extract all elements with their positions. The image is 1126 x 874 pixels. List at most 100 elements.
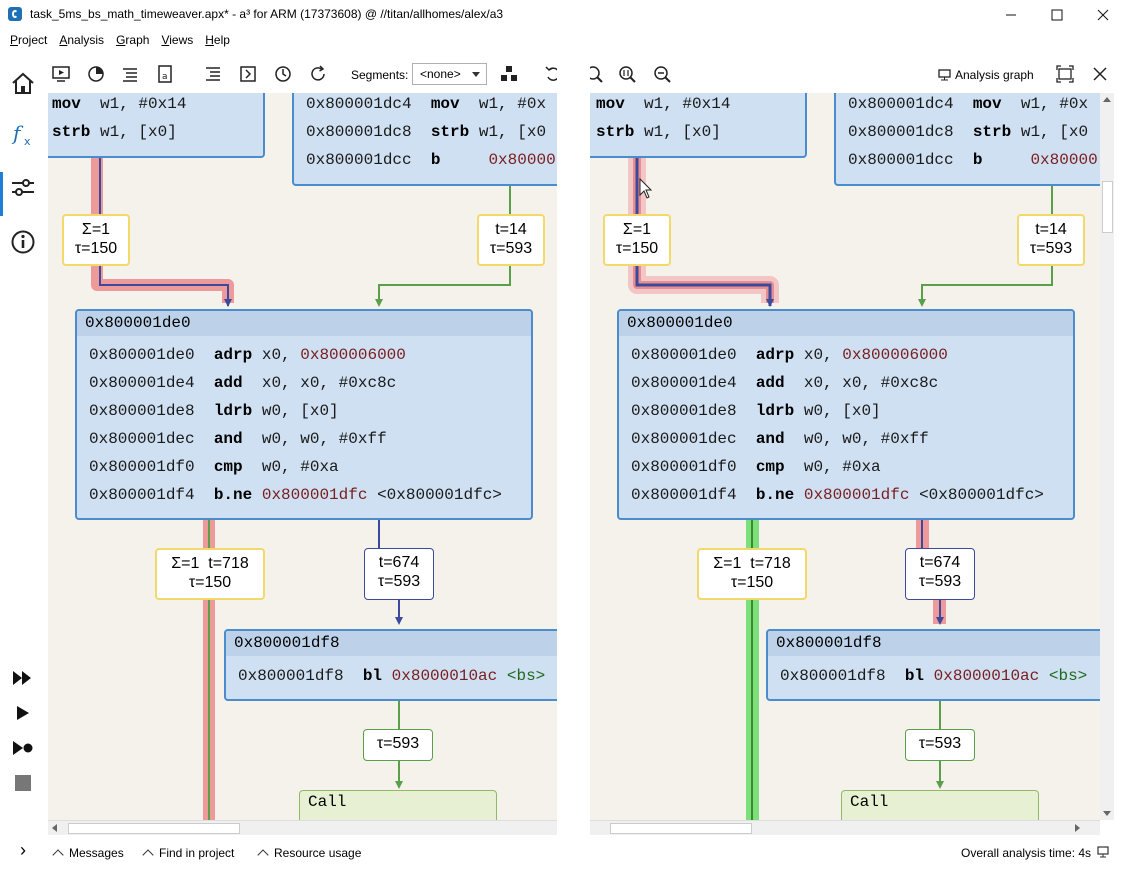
settings-sliders-icon[interactable] — [6, 170, 40, 204]
horizontal-scrollbar-right[interactable] — [590, 820, 1100, 835]
edge-label-sigma[interactable]: Σ=1 τ=150 — [62, 214, 130, 266]
call-node[interactable]: Call — [841, 790, 1039, 820]
window-title: task_5ms_bs_math_timeweaver.apx* - a³ fo… — [30, 7, 504, 21]
fullscreen-button[interactable] — [1053, 62, 1077, 86]
code-block-top-left[interactable]: mov w1, #0x14 strb w1, [x0] — [590, 93, 807, 158]
edge-count-t: Σ=1 t=718 — [713, 555, 791, 572]
call-node[interactable]: Call — [299, 790, 497, 820]
edge-time: τ=593 — [1029, 240, 1073, 257]
history-button[interactable] — [271, 62, 295, 86]
minimize-icon — [1006, 14, 1016, 16]
info-icon[interactable] — [6, 225, 40, 259]
call-symbol: <bs> — [1048, 667, 1088, 685]
edge-label-t674[interactable]: t=674 τ=593 — [364, 548, 434, 600]
address: 0x800001de4 — [89, 374, 195, 392]
tree-list-icon — [206, 67, 220, 81]
call-target: 0x8000010ac — [933, 667, 1040, 685]
code-block-main[interactable]: 0x800001de0 0x800001de0 adrp x0, 0x80000… — [617, 309, 1075, 520]
play-icon[interactable] — [6, 696, 40, 730]
address: 0x800001dcc — [306, 151, 412, 169]
menu-graph[interactable]: Graph — [116, 33, 150, 47]
analysis-graph-tab[interactable]: Analysis graph — [938, 68, 1034, 82]
edge-label-sigma[interactable]: Σ=1 τ=150 — [603, 214, 671, 266]
close-view-button[interactable] — [1088, 62, 1112, 86]
zoom-fit-button[interactable] — [615, 62, 639, 86]
find-in-project-toggle[interactable]: Find in project — [142, 846, 234, 861]
operands: w1, [x0] — [100, 123, 177, 141]
code-block-top-right[interactable]: 0x800001dc4 mov w1, #0x 0x800001dc8 strb… — [834, 93, 1100, 186]
opcode: b — [430, 151, 441, 169]
scroll-thumb[interactable] — [610, 823, 752, 834]
code-block-call[interactable]: 0x800001df8 0x800001df8 bl 0x8000010ac <… — [766, 629, 1100, 701]
resource-usage-toggle[interactable]: Resource usage — [257, 846, 361, 861]
segments-select[interactable]: <none> — [412, 63, 487, 85]
zoom-out-button[interactable] — [650, 62, 674, 86]
refresh-button[interactable] — [306, 62, 330, 86]
scroll-down-icon[interactable] — [1103, 811, 1111, 816]
chevron-up-icon — [257, 849, 269, 861]
edge-label-tau593[interactable]: τ=593 — [905, 729, 975, 761]
code-block-top-left[interactable]: mov w1, #0x14 strb w1, [x0] — [48, 93, 265, 158]
list-view-button[interactable] — [118, 62, 142, 86]
scroll-thumb[interactable] — [1102, 181, 1113, 233]
branch-symbol: <0x800001dfc> — [909, 486, 1044, 504]
code-block-main[interactable]: 0x800001de0 0x800001de0 adrp x0, 0x80000… — [75, 309, 533, 520]
screen-play-button[interactable] — [49, 62, 73, 86]
graph-pane-right[interactable]: mov w1, #0x14 strb w1, [x0] 0x800001dc4 … — [590, 93, 1100, 820]
opcode: ldrb — [213, 402, 253, 420]
scroll-left-icon[interactable] — [52, 824, 57, 832]
edge-t: t=674 — [378, 554, 420, 571]
scroll-thumb[interactable] — [68, 823, 240, 834]
operands: x0, — [803, 346, 843, 364]
opcode: mov — [596, 95, 625, 113]
expand-panel-button[interactable]: › — [6, 833, 40, 867]
opcode: strb — [596, 123, 635, 141]
menu-analysis[interactable]: Analysis — [59, 33, 105, 47]
status-monitor-icon[interactable] — [1097, 846, 1109, 858]
node-layout-icon — [501, 66, 517, 81]
document-icon: a — [158, 65, 172, 83]
menu-views[interactable]: Views — [161, 33, 194, 47]
layout-nodes-button[interactable] — [497, 62, 521, 86]
address: 0x800001df4 — [89, 486, 195, 504]
address: 0x800001df0 — [89, 458, 195, 476]
stop-icon[interactable] — [6, 766, 40, 800]
pie-chart-button[interactable] — [84, 62, 108, 86]
play-to-breakpoint-icon[interactable] — [6, 731, 40, 765]
home-icon[interactable] — [6, 66, 40, 100]
horizontal-scrollbar-left[interactable] — [48, 820, 557, 835]
menu-help[interactable]: Help — [205, 33, 230, 47]
edge-time: τ=593 — [918, 573, 962, 590]
edge-label-sigma-t718[interactable]: Σ=1 t=718 τ=150 — [697, 548, 807, 600]
address: 0x800001df8 — [780, 667, 886, 685]
graph-pane-left[interactable]: mov w1, #0x14 strb w1, [x0] 0x800001dc4 … — [48, 93, 557, 820]
edge-count: Σ=1 — [81, 221, 111, 238]
fast-forward-icon[interactable] — [6, 661, 40, 695]
document-button[interactable]: a — [153, 62, 177, 86]
opcode: b.ne — [213, 486, 253, 504]
minimize-button[interactable] — [988, 0, 1034, 30]
messages-panel-toggle[interactable]: Messages — [52, 846, 124, 861]
close-window-button[interactable] — [1080, 0, 1126, 30]
code-block-call[interactable]: 0x800001df8 0x800001df8 bl 0x8000010ac <… — [224, 629, 557, 701]
hex-operand: 0x800006000 — [300, 346, 406, 364]
menu-bar: Project Analysis Graph Views Help — [0, 30, 236, 52]
segments-label: Segments: — [351, 68, 409, 82]
vertical-scrollbar[interactable] — [1100, 93, 1114, 820]
tree-list-button[interactable] — [201, 62, 225, 86]
code-block-top-right[interactable]: 0x800001dc4 mov w1, #0x 0x800001dc8 strb… — [292, 93, 557, 186]
opcode: and — [213, 430, 243, 448]
menu-project[interactable]: Project — [10, 33, 48, 47]
scroll-up-icon[interactable] — [1103, 97, 1111, 102]
operands: w1, [x0 — [478, 123, 547, 141]
maximize-button[interactable] — [1034, 0, 1080, 30]
edge-label-t14[interactable]: t=14 τ=593 — [1017, 214, 1085, 266]
messages-label: Messages — [69, 846, 124, 860]
edge-label-sigma-t718[interactable]: Σ=1 t=718 τ=150 — [155, 548, 265, 600]
edge-label-t674[interactable]: t=674 τ=593 — [905, 548, 975, 600]
edge-label-t14[interactable]: t=14 τ=593 — [477, 214, 545, 266]
edge-label-tau593[interactable]: τ=593 — [363, 729, 433, 761]
step-into-button[interactable] — [236, 62, 260, 86]
scroll-right-icon[interactable] — [1075, 824, 1080, 832]
